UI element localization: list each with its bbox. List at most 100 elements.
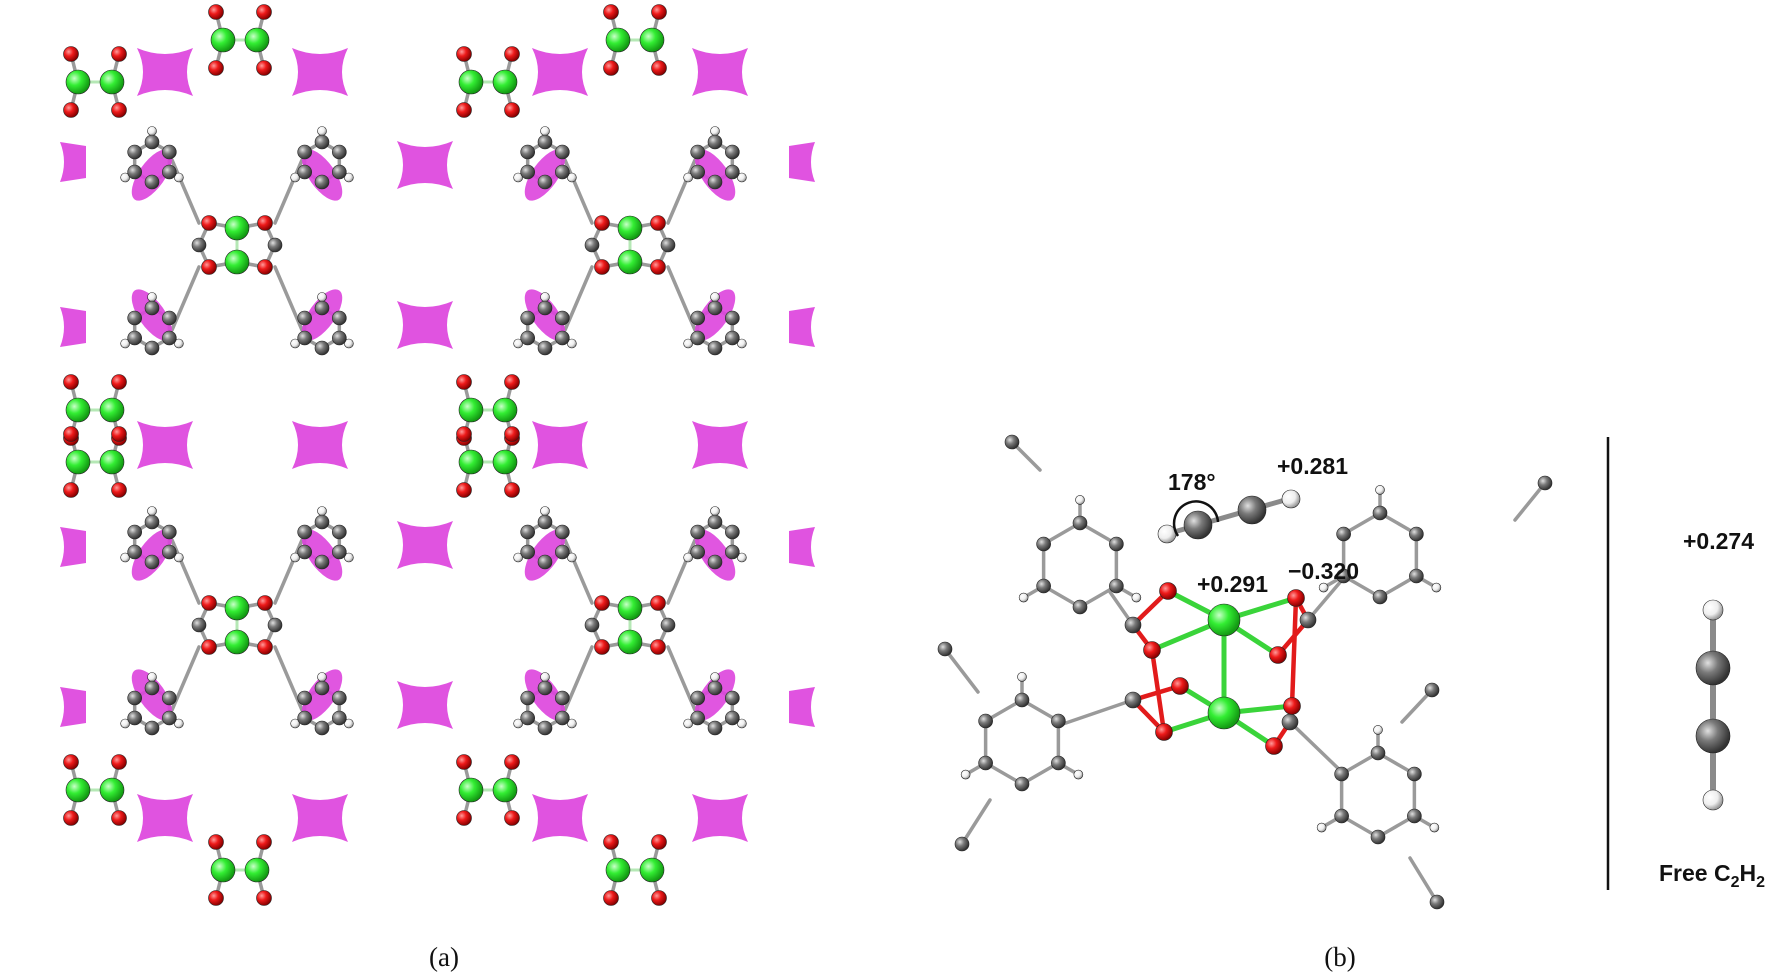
cu-atom [458,69,484,95]
c-atom [707,720,723,736]
c-atom [537,514,553,530]
h-atom [1429,822,1440,833]
o-atom [256,834,272,850]
bond [1408,856,1439,904]
cu-atom [617,215,643,241]
o-atom [1171,677,1189,695]
bond [1058,698,1135,727]
h-atom [1017,672,1027,682]
h-atom [683,338,693,349]
c-atom [332,524,347,540]
c-atom [127,524,142,540]
bond [943,647,980,694]
h-atom [513,172,523,183]
c-atom [1124,616,1142,634]
h-atom [683,552,693,563]
h-atom [147,292,157,302]
c-atom [555,690,570,706]
c-atom [144,300,160,316]
density-blob-icon [137,421,193,469]
bond [273,645,304,712]
o-atom [651,60,667,76]
cu-atom [224,215,250,241]
o-atom [63,46,79,62]
c-atom [144,134,160,150]
c-atom [297,330,312,346]
c-atom [660,617,676,633]
density-blob-icon [532,421,588,469]
lattice-atoms [63,4,747,906]
o-atom [456,102,472,118]
c-atom [555,524,570,540]
free-c2h2-label: Free C2H2 [1659,860,1765,891]
h-atom [120,172,130,183]
c-atom [297,524,312,540]
bond [170,645,201,712]
c-atom [127,690,142,706]
c-atom [162,710,177,726]
c-atom [162,330,177,346]
h-atom [737,718,747,729]
h-atom [567,552,577,563]
c-atom [537,340,553,356]
c-atom [144,174,160,190]
c-atom [191,237,207,253]
c-atom [314,300,330,316]
cu-atom [458,777,484,803]
c-atom [690,310,705,326]
c-atom [707,134,723,150]
c-atom [1109,578,1124,594]
o-atom [257,215,273,231]
c-atom [1299,611,1317,629]
c-atom [660,237,676,253]
h-atom [317,672,327,682]
o-atom [603,890,619,906]
h-atom [1431,582,1442,593]
bond [170,265,201,332]
cu-atom [99,397,125,423]
c-atom [127,310,142,326]
c-atom [725,310,740,326]
bond [666,265,697,332]
c-atom [690,690,705,706]
o-atom [257,595,273,611]
panel-b-cluster: 178° +0.281 +0.291 −0.320 [937,434,1553,910]
h-atom [513,552,523,563]
c-atom [725,144,740,160]
angle-arc-icon [1172,500,1220,537]
h-atom [540,506,550,516]
h-atom [540,292,550,302]
c-atom [1014,692,1030,708]
o-atom [651,834,667,850]
o-atom [63,102,79,118]
h-atom [317,292,327,302]
bond [666,538,697,605]
c-atom [520,544,535,560]
o-atom [1269,646,1287,664]
c-atom [332,544,347,560]
o-atom [651,890,667,906]
cu-atom [492,69,518,95]
o-atom [1155,723,1173,741]
o-atom [111,374,127,390]
c-atom [267,237,283,253]
c-atom [1281,713,1299,731]
o-atom [63,374,79,390]
c-atom [1370,745,1386,761]
caption-b: (b) [1324,942,1355,972]
c-atom [1124,691,1142,709]
c-atom [690,710,705,726]
h-atom [317,506,327,516]
cu-atom [244,857,270,883]
c-atom [191,617,207,633]
o-atom [1265,737,1283,755]
h-atom [317,126,327,136]
o-atom [1143,641,1161,659]
cu-atom [458,449,484,475]
c-atom [127,144,142,160]
c-atom [707,680,723,696]
c-atom [144,554,160,570]
c-atom [1334,808,1349,824]
density-blob-icon [137,48,193,96]
c-atom [127,164,142,180]
